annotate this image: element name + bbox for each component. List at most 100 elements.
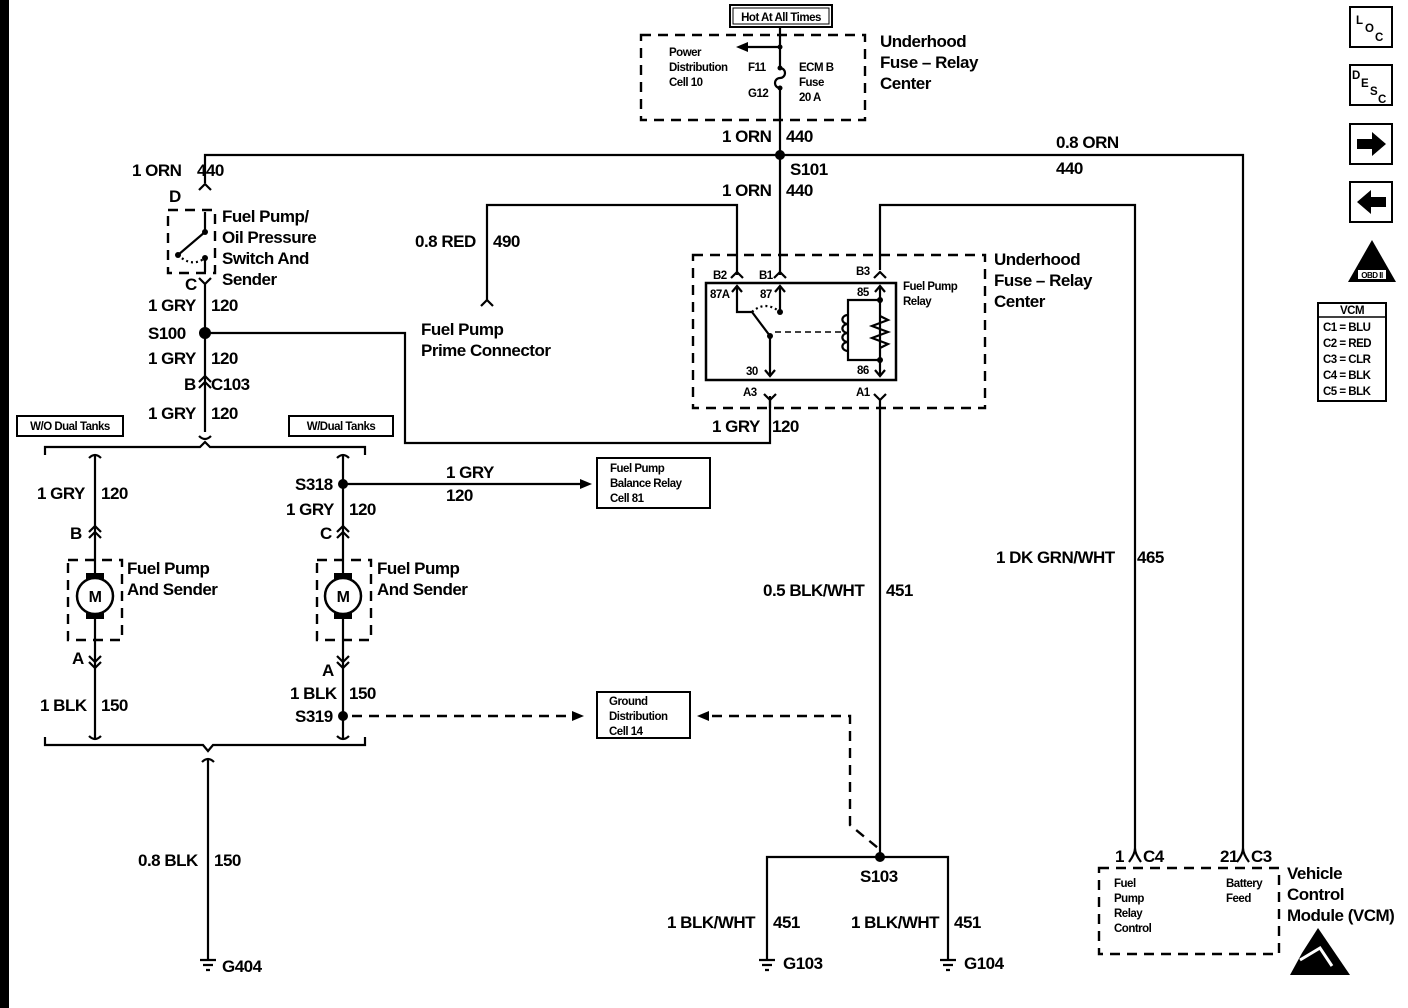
diagram-label: S319	[295, 707, 333, 726]
loc-button[interactable]: LOC	[1349, 6, 1393, 48]
diagram-label: C	[320, 524, 332, 543]
esd-sensitive-icon	[1290, 928, 1350, 975]
wire-440-bus	[203, 153, 1245, 848]
diagram-label: Relay	[1114, 908, 1143, 920]
diagram-label: 86	[857, 365, 869, 377]
diagram-label: Vehicle	[1287, 864, 1342, 883]
diagram-label: 120	[446, 486, 473, 505]
diagram-label: 0.5 BLK/WHT	[763, 581, 865, 600]
diagram-label: Center	[880, 74, 932, 93]
diagram-label: 120	[211, 349, 238, 368]
diagram-label: Power	[669, 47, 702, 59]
diagram-label: 1 ORN	[132, 161, 182, 180]
diagram-label: 440	[786, 127, 813, 146]
ground-g104: G104	[940, 954, 1005, 973]
vcm-box	[1097, 866, 1281, 956]
diagram-label: Cell 14	[609, 726, 644, 738]
diagram-label: 20 A	[799, 92, 821, 104]
diagram-label: Fuel Pump	[903, 281, 958, 293]
diagram-label: And Sender	[377, 580, 468, 599]
diagram-label: Fuel Pump	[421, 320, 504, 339]
diagram-label[interactable]: C	[1375, 32, 1384, 44]
fuel-pump-circuit-wo: 1 GRY 120 B M Fuel Pump And Sender A 1 B…	[37, 453, 219, 741]
ground-g404: G404	[200, 957, 263, 976]
diagram-label: G103	[783, 954, 823, 973]
diagram-label: 451	[954, 913, 981, 932]
diagram-label: 1 GRY	[148, 296, 197, 315]
next-page-button[interactable]	[1349, 123, 1393, 165]
diagram-label: Oil Pressure	[222, 228, 316, 247]
diagram-label: D	[169, 187, 181, 206]
diagram-label: 120	[349, 500, 376, 519]
diagram-label: 451	[886, 581, 913, 600]
diagram-label: M	[337, 589, 350, 606]
diagram-label: C4	[1143, 847, 1165, 866]
diagram-label: Fuel Pump/	[222, 207, 309, 226]
diagram-label: C103	[211, 375, 250, 394]
fuel-pump-circuit-w: S318 1 GRY 120 1 GRY 120 C M Fuel Pump A…	[286, 453, 592, 741]
arrow-right-icon[interactable]	[1357, 132, 1386, 156]
diagram-label: 87	[760, 289, 772, 301]
diagram-label[interactable]: OBD II	[1361, 271, 1383, 280]
diagram-label: Distribution	[669, 62, 728, 74]
hot-at-all-times-box: Hot At All Times	[729, 4, 833, 28]
arrow-left-icon[interactable]	[1357, 190, 1386, 214]
diagram-label: Fuel Pump	[127, 559, 210, 578]
diagram-label: C	[185, 275, 197, 294]
diagram-label: 1 BLK/WHT	[667, 913, 756, 932]
balance-relay-box: Fuel Pump Balance Relay Cell 81	[596, 457, 711, 509]
diagram-label: Relay	[903, 296, 932, 308]
splice-s103	[875, 852, 885, 862]
diagram-label: S103	[860, 867, 898, 886]
diagram-label: Cell 10	[669, 77, 703, 89]
obd-ii-icon[interactable]: OBD II	[1348, 240, 1396, 282]
diagram-label: Fuel Pump	[610, 463, 665, 475]
diagram-label: 1 GRY	[712, 417, 761, 436]
diagram-label: C2 = RED	[1323, 338, 1371, 350]
diagram-label: 490	[493, 232, 520, 251]
diagram-label: Control	[1287, 885, 1344, 904]
prev-page-button[interactable]	[1349, 181, 1393, 223]
diagram-label[interactable]: C	[1378, 94, 1387, 106]
diagram-label: Control	[1114, 923, 1152, 935]
diagram-label: C5 = BLK	[1323, 386, 1372, 398]
diagram-label: A	[72, 649, 84, 668]
diagram-label[interactable]: D	[1352, 70, 1361, 82]
diagram-label: 0.8 ORN	[1056, 133, 1119, 152]
diagram-label: A1	[856, 387, 871, 399]
diagram-label: 150	[101, 696, 128, 715]
diagram-label[interactable]: L	[1356, 15, 1364, 27]
option-brace-top	[43, 440, 367, 455]
diagram-label: B3	[856, 266, 870, 278]
diagram-label: 1 GRY	[37, 484, 86, 503]
diagram-label: 87A	[710, 289, 730, 301]
diagram-label[interactable]: E	[1361, 78, 1370, 90]
diagram-label: 1 DK GRN/WHT	[996, 548, 1116, 567]
underhood-fuse-relay-center-top	[639, 33, 867, 122]
diagram-label[interactable]: O	[1365, 23, 1375, 35]
diagram-label: 120	[772, 417, 799, 436]
diagram-label: G404	[222, 957, 263, 976]
diagram-label: Fuse – Relay	[880, 53, 979, 72]
diagram-label: 120	[101, 484, 128, 503]
diagram-label: 1 ORN	[722, 181, 772, 200]
vcm-connector-legend: VCM C1 = BLU C2 = RED C3 = CLR C4 = BLK …	[1317, 302, 1387, 402]
diagram-label: B1	[759, 270, 774, 282]
diagram-label: Switch And	[222, 249, 309, 268]
diagram-label: G12	[748, 88, 768, 100]
diagram-label: 0.8 RED	[415, 232, 476, 251]
diagram-label: 1 BLK	[40, 696, 88, 715]
diagram-label: 1 GRY	[286, 500, 335, 519]
diagram-label: And Sender	[127, 580, 218, 599]
diagram-label: Prime Connector	[421, 341, 551, 360]
diagram-label: 1 ORN	[722, 127, 772, 146]
diagram-label: S100	[148, 324, 186, 343]
diagram-label: S101	[790, 160, 828, 179]
diagram-label: Pump	[1114, 893, 1144, 905]
diagram-label: 21	[1220, 847, 1238, 866]
diagram-label: B	[184, 375, 196, 394]
ecm-b-fuse	[736, 27, 787, 155]
diagram-label: C3 = CLR	[1323, 354, 1372, 366]
diagram-label[interactable]: S	[1370, 86, 1379, 98]
